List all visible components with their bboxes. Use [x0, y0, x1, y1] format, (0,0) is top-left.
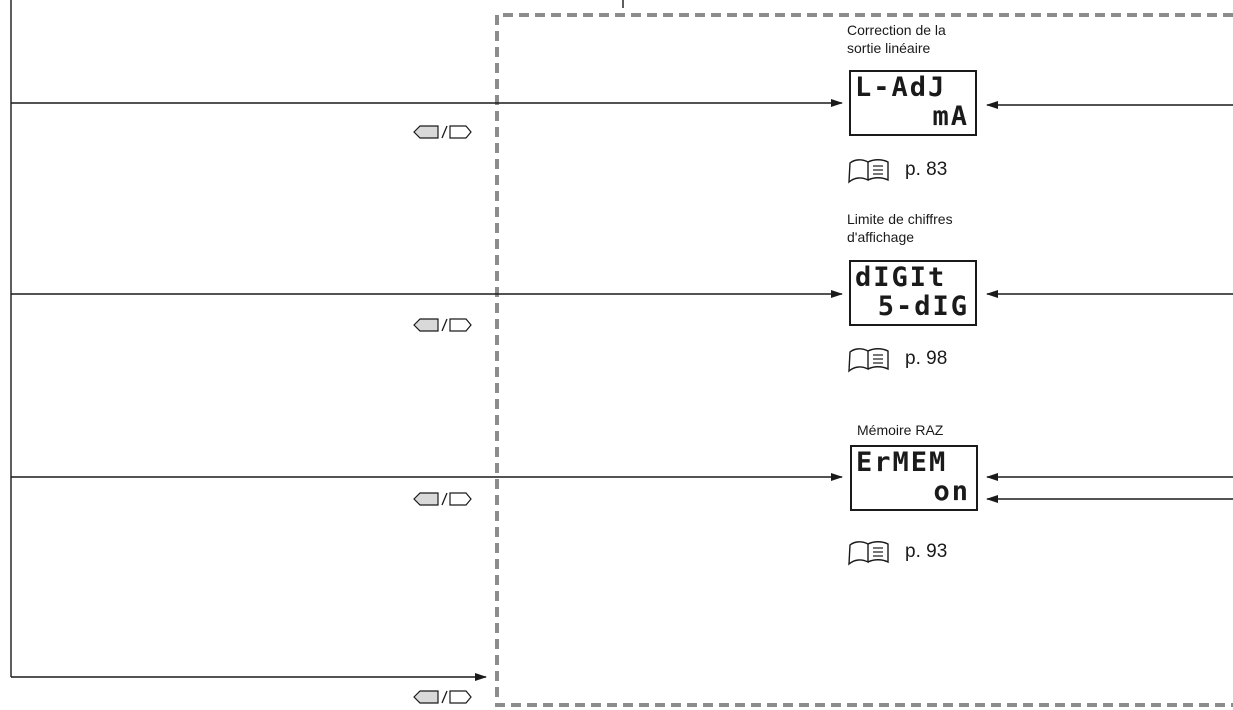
- lcd-display: L-AdJ mA: [849, 70, 977, 136]
- open-book-icon: [846, 538, 900, 566]
- parameter-title-line-1: Correction de la: [847, 22, 946, 38]
- open-book-icon: [846, 345, 900, 373]
- lcd-top-text: dIGIt: [855, 262, 947, 293]
- parameter-title-line-2: d'affichage: [847, 229, 915, 245]
- page-reference: p. 98: [846, 345, 947, 373]
- lcd-bottom-text: 5-dIG: [877, 291, 969, 322]
- lcd-bottom-text: on: [933, 476, 970, 507]
- page-reference-text: p. 93: [905, 541, 948, 562]
- parameter-title-line-1: Limite de chiffres: [847, 211, 953, 227]
- page-reference-text: p. 98: [905, 348, 948, 369]
- page-reference: p. 93: [846, 538, 947, 566]
- open-book-icon: [846, 156, 900, 184]
- page-reference-text: p. 83: [905, 159, 948, 180]
- left-right-keys-icon: [412, 491, 472, 507]
- lcd-top-text: ErMEM: [856, 447, 948, 478]
- left-right-keys-icon: [412, 689, 472, 705]
- parameter-title-line-1: Mémoire RAZ: [857, 422, 944, 438]
- parameter-title-line-2: sortie linéaire: [847, 40, 931, 56]
- lcd-display: ErMEM on: [850, 445, 978, 511]
- lcd-bottom-text: mA: [932, 101, 969, 132]
- dashed-block-border: [495, 13, 1233, 707]
- lcd-top-text: L-AdJ: [855, 72, 947, 103]
- left-right-keys-icon: [412, 124, 472, 140]
- left-right-keys-icon: [412, 317, 472, 333]
- lcd-display: dIGIt 5-dIG: [849, 260, 977, 326]
- page-reference: p. 83: [846, 156, 947, 184]
